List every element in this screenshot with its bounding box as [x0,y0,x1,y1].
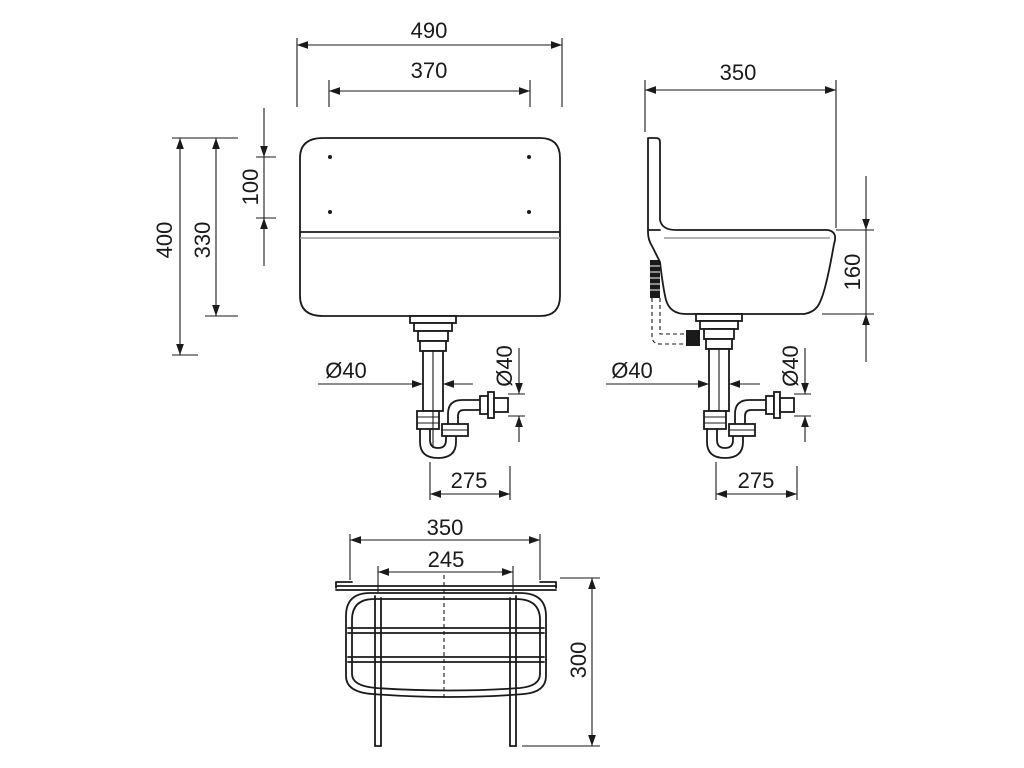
dim-front-height-upper: 100 [238,169,263,206]
grate-view: 350 245 300 [335,515,600,747]
dim-front-height-basin: 330 [190,222,215,259]
mounting-hole [328,155,332,159]
dim-grate-width-inner: 245 [428,547,465,572]
overflow-connector [686,330,700,346]
dim-grate-width-overall: 350 [427,515,464,540]
mounting-hole [527,210,531,214]
dim-side-outlet-diameter: Ø40 [611,358,653,383]
mounting-hole [328,210,332,214]
mounting-hole [527,155,531,159]
dim-front-width-overall: 490 [411,18,448,43]
front-drain-trap [409,315,509,459]
side-view: 350 160 Ø40 Ø40 275 [606,60,874,500]
grate-hook-right [539,581,557,589]
dim-front-outlet-diameter: Ø40 [325,358,367,383]
grate-hook-left [335,581,353,589]
dim-front-trap-depth: 275 [451,468,488,493]
front-sink-body [299,137,561,317]
dim-front-height-overall: 400 [152,222,177,259]
dim-side-bowl-height: 160 [840,254,865,291]
dim-front-width-inner: 370 [411,58,448,83]
grate-frame-outer [345,592,547,698]
front-view: 490 370 400 330 100 Ø40 Ø40 [152,18,563,500]
grate-frame-inner [351,598,541,692]
dim-side-depth: 350 [720,60,757,85]
side-sink-body [647,137,837,315]
wall-bracket [650,260,660,298]
dim-side-trap-diameter: Ø40 [778,345,803,387]
dim-front-trap-diameter: Ø40 [492,345,517,387]
dim-grate-depth: 300 [566,642,591,679]
side-drain-trap [695,313,795,459]
dim-side-trap-depth: 275 [738,468,775,493]
